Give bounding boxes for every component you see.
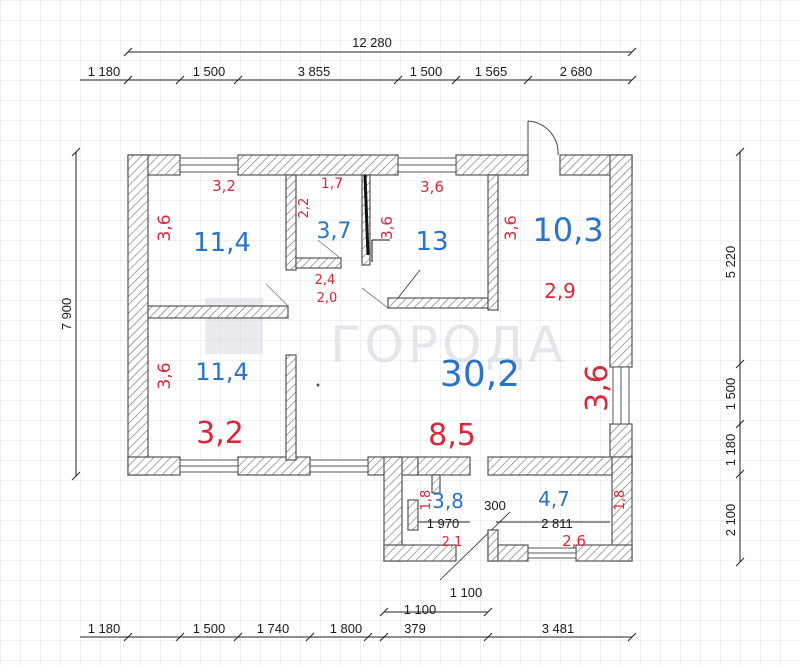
dimension-tick <box>451 75 461 85</box>
dim-bottom-1: 1 180 <box>88 621 121 636</box>
mark-room-bottom-left-height: 3,6 <box>155 362 175 389</box>
dimension-labels: 12 280 1 180 1 500 3 855 1 500 1 565 2 6… <box>59 35 738 636</box>
watermark-text: ГОРОДА <box>330 316 567 374</box>
dimension-tick <box>379 632 389 642</box>
area-room-top-left: 11,4 <box>193 228 251 258</box>
mark-living-width: 8,5 <box>428 418 476 453</box>
mark-room-bottom-left-width: 3,2 <box>196 416 244 451</box>
dimension-tick <box>123 632 133 642</box>
dim-inner-1100: 1 100 <box>450 585 483 600</box>
dimension-tick <box>393 75 403 85</box>
dim-top-3: 3 855 <box>298 64 331 79</box>
dim-bottom-2: 1 500 <box>193 621 226 636</box>
living-dot <box>316 383 320 387</box>
dim-top-1: 1 180 <box>88 64 121 79</box>
mark-bath-bottom-width: 2,6 <box>562 532 586 550</box>
dim-top-2: 1 500 <box>193 64 226 79</box>
dim-inner-2811: 2 811 <box>541 516 573 531</box>
door-swings <box>265 239 421 309</box>
walls <box>127 154 633 562</box>
partition-line <box>363 174 390 262</box>
mark-room-top-left-height: 3,6 <box>155 214 175 241</box>
dim-bottom-5: 379 <box>404 621 426 636</box>
mark-bath-bottom-height: 1,8 <box>613 490 628 511</box>
dimension-tick <box>233 75 243 85</box>
dim-right-2: 1 500 <box>723 378 738 411</box>
mark-storage-height: 1,8 <box>419 490 434 511</box>
dim-bottom-4: 1 800 <box>330 621 363 636</box>
mark-top-right-height: 3,6 <box>501 215 520 240</box>
mark-hall-small-h: 2,0 <box>317 291 338 306</box>
mark-hall-small-w: 2,4 <box>315 273 336 288</box>
mark-bath-small-width: 1,7 <box>321 176 343 192</box>
dimension-tick <box>233 632 243 642</box>
area-storage: 3,8 <box>432 489 464 513</box>
dim-bottom-6: 3 481 <box>542 621 575 636</box>
area-living: 30,2 <box>440 354 520 395</box>
area-bathroom-small: 3,7 <box>317 219 352 244</box>
dim-right-1: 5 220 <box>723 246 738 279</box>
entrance-door <box>527 120 559 156</box>
dimension-tick <box>123 75 133 85</box>
dim-left-total: 7 900 <box>59 298 74 331</box>
room-dimensions: 3,2 3,6 3,6 3,2 1,7 2,2 2,4 2,0 3,6 3,6 … <box>155 176 628 550</box>
dimension-tick <box>363 632 373 642</box>
dim-inner-300: 300 <box>484 498 506 513</box>
dim-top-5: 1 565 <box>475 64 508 79</box>
area-bath-bottom: 4,7 <box>538 487 570 511</box>
dimension-tick <box>627 75 637 85</box>
dimension-tick <box>175 75 185 85</box>
dim-top-total: 12 280 <box>352 35 392 50</box>
dim-right-3: 1 180 <box>723 434 738 467</box>
mark-storage-width: 2,1 <box>442 535 463 550</box>
dimension-tick <box>305 632 315 642</box>
area-room-top-right: 10,3 <box>532 211 603 249</box>
room-areas: 11,4 11,4 3,7 13 10,3 30,2 3,8 4,7 <box>193 211 604 513</box>
area-room-center-top: 13 <box>415 227 448 257</box>
dim-bottom-3: 1 740 <box>257 621 290 636</box>
area-room-bottom-left: 11,4 <box>195 358 248 386</box>
windows <box>179 157 630 559</box>
dimension-tick <box>175 632 185 642</box>
dim-inner-1970: 1 970 <box>427 516 460 531</box>
mark-center-top-height: 3,6 <box>378 216 396 240</box>
dim-top-6: 2 680 <box>560 64 593 79</box>
dimension-tick <box>483 632 493 642</box>
dimension-tick <box>523 75 533 85</box>
mark-top-right-width: 2,9 <box>544 279 576 303</box>
dimension-tick <box>627 632 637 642</box>
mark-bath-small-height: 2,2 <box>297 198 312 219</box>
dim-top-4: 1 500 <box>410 64 443 79</box>
mark-living-height: 3,6 <box>580 364 615 412</box>
dim-bottom-extra: 1 100 <box>404 602 437 617</box>
dimension-lines <box>71 47 745 642</box>
dim-right-4: 2 100 <box>723 504 738 537</box>
mark-center-top-width: 3,6 <box>420 178 444 196</box>
mark-room-top-left-width: 3,2 <box>212 177 236 195</box>
